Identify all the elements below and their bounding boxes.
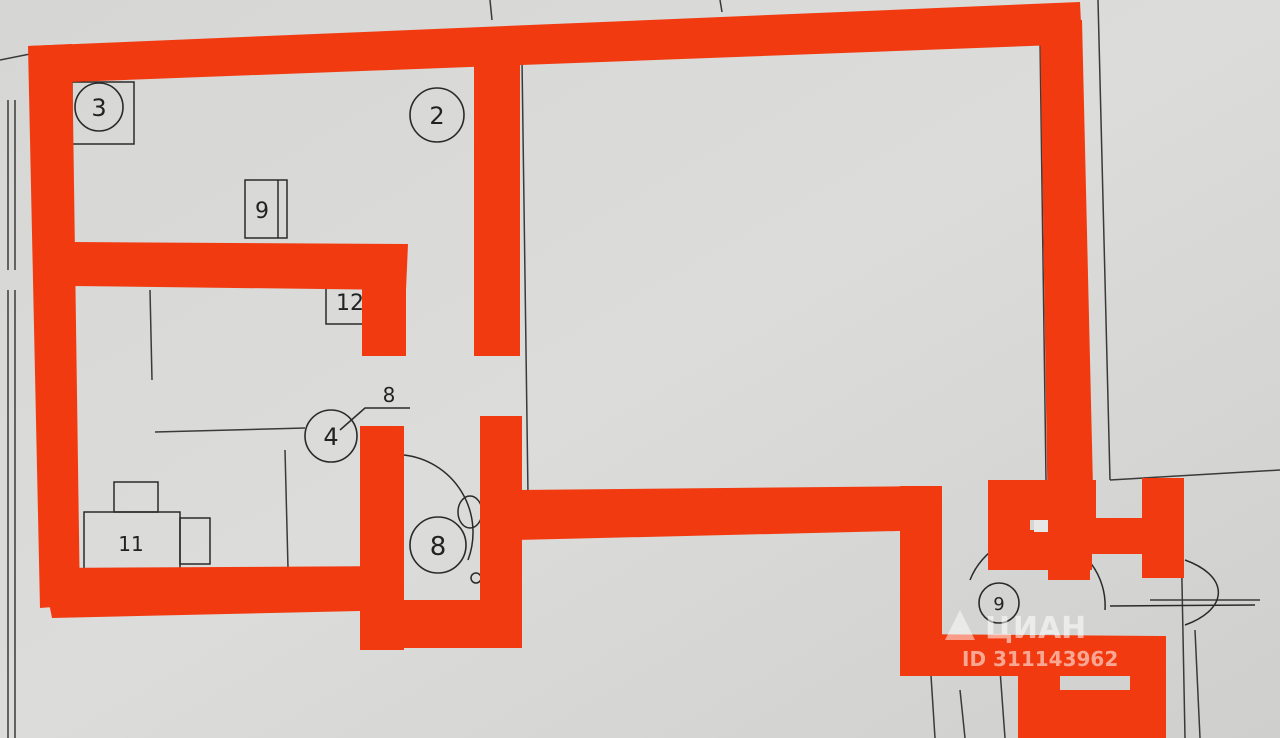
room-circle-3 [74, 82, 124, 132]
wall-bottom-left [42, 566, 404, 618]
fixture-label-12: 12 [336, 291, 364, 316]
room-label-4: 4 [323, 423, 338, 451]
wall-middle-horizontal [72, 242, 408, 290]
wall-interior-upper [474, 64, 520, 356]
watermark-brand: ЦИАН [985, 611, 1086, 646]
wall-lower-horizontal [516, 486, 940, 540]
room-circle-9 [978, 582, 1020, 624]
watermark-id: ID 311143962 [962, 647, 1118, 671]
room-label-9: 9 [993, 594, 1004, 615]
wall-top [28, 2, 1082, 82]
fixture-label-9: 9 [255, 199, 269, 224]
dimension-label-8: 8 [383, 383, 396, 407]
fixture-box-9 [244, 179, 288, 239]
room-circle-4 [304, 409, 358, 463]
watermark-logo-icon [945, 610, 975, 640]
wall-left [28, 44, 80, 608]
room-label-8: 8 [430, 532, 447, 562]
wall-bathroom-bottom [360, 600, 522, 648]
room-circle-2 [409, 87, 465, 143]
wall-drop-12 [362, 260, 406, 356]
table-label-11: 11 [118, 532, 143, 556]
wall-right-bottom [1130, 636, 1166, 738]
wall-cluster-notch [1034, 520, 1048, 532]
wall-step-horizontal [900, 634, 1162, 676]
room-label-3: 3 [91, 94, 106, 122]
wall-cluster-link [1090, 518, 1184, 554]
watermark: ЦИАН ID 311143962 [945, 610, 1118, 671]
dimension-marker [339, 407, 410, 431]
room-circle-8 [409, 516, 467, 574]
wall-cluster-bottom [1000, 530, 1092, 570]
wall-right [1040, 20, 1094, 530]
highlighted-walls [28, 2, 1184, 738]
room-label-2: 2 [429, 102, 444, 130]
